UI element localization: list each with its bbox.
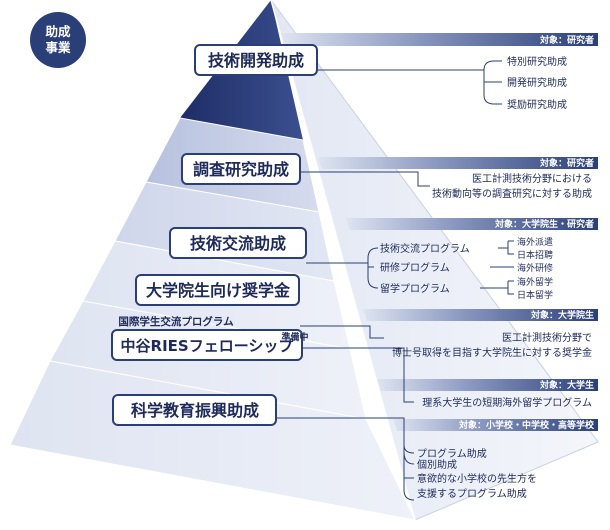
tier-3-program-1-bracket [498,240,514,255]
tier-6-title-box [112,394,277,426]
tier-4-connector [300,325,384,339]
tier-2-title: 調査研究助成 [193,160,289,179]
badge-line-1: 助成 [45,24,71,39]
tier-3-program-1-target-2: 日本招聘 [517,249,553,261]
audience-bar-6 [393,419,598,431]
audience-bar-3 [346,218,598,230]
tier-4-desc-1: 医工計測技術分野で [502,331,592,344]
tier-4-desc-2: 博士号取得を目指す大学院生に対する奨学金 [392,346,592,359]
tier-1-item-2: 開発研究助成 [507,76,567,89]
tier-2-desc-2: 技術動向等の調査研究に対する助成 [432,187,592,200]
tier-6-item-1: プログラム助成 [417,447,487,460]
tier-6-item-4: 支援するプログラム助成 [417,487,527,500]
tier-3-program-1-target-1: 海外派遣 [517,236,553,248]
tier-2-desc-1: 医工計測技術分野における [472,172,592,185]
tier-6-item-2: 個別助成 [417,458,457,471]
tier-6-title: 科学教育振興助成 [131,401,259,420]
audience-bar-1 [281,33,598,46]
tier-1-title-box [194,44,318,76]
tier-6-bracket [403,440,415,454]
tier-1-item-1: 特別研究助成 [507,55,567,68]
audience-bar-2 [318,157,598,169]
tier-5-desc-1: 理系大学生の短期海外留学プログラム [422,396,592,409]
grants-badge: 助成 事業 [30,12,86,68]
audience-label-5: 対象：大学生 [539,379,594,391]
tier-5-title: 中谷RIESフェローシップ [121,337,295,355]
audience-bar-5 [377,379,598,391]
tier-4-title-box [135,274,300,306]
tier-4-preparing-tag: 準備中 [281,331,308,343]
tier-4-title: 大学院生向け奨学金 [146,281,291,300]
audience-label-2: 対象：研究者 [539,157,594,169]
tier-6-bracket-3 [403,478,415,501]
tier-2-title-box [181,153,301,185]
tier-1-title: 技術開発助成 [208,51,304,70]
audience-bar-4 [363,309,598,321]
tier-6-item-3: 意欲的な小学校の先生方を [417,472,537,485]
connector-lines [276,60,514,501]
pyramid-edge [270,0,416,521]
tier-5-subtitle: 国際学生交流プログラム [118,315,234,328]
tier-3-program-2-target-1: 海外研修 [517,262,553,274]
audience-label-1: 対象：研究者 [539,34,594,46]
tier-3-program-3: 留学プログラム [380,282,450,295]
tier-title-boxes [111,44,318,426]
tier-5-title-box [111,329,303,361]
tier-3-title: 技術交流助成 [190,234,286,253]
audience-label-6: 対象：小学校・中学校・高等学校 [458,419,595,431]
tier-3-program-1: 技術交流プログラム [380,242,470,255]
badge-line-2: 事業 [45,40,71,55]
tier-3-bracket [367,247,379,289]
tier-3-program-3-target-1: 海外留学 [517,276,553,288]
audience-label-3: 対象：大学院生・研究者 [494,218,594,230]
audience-label-4: 対象：大学院生 [530,309,594,321]
tier-3-title-box [169,227,307,259]
audience-bars [281,33,598,431]
tier-3-program-3-bracket [480,280,514,295]
tier-6-bracket-2 [403,451,415,465]
tier-5-connector [302,347,414,403]
tier-3-program-3-target-2: 日本留学 [517,289,553,301]
tier-3-program-2: 研修プログラム [380,261,450,274]
tier-1-item-3: 奨励研究助成 [507,98,567,111]
tier-2-connector [300,171,430,187]
